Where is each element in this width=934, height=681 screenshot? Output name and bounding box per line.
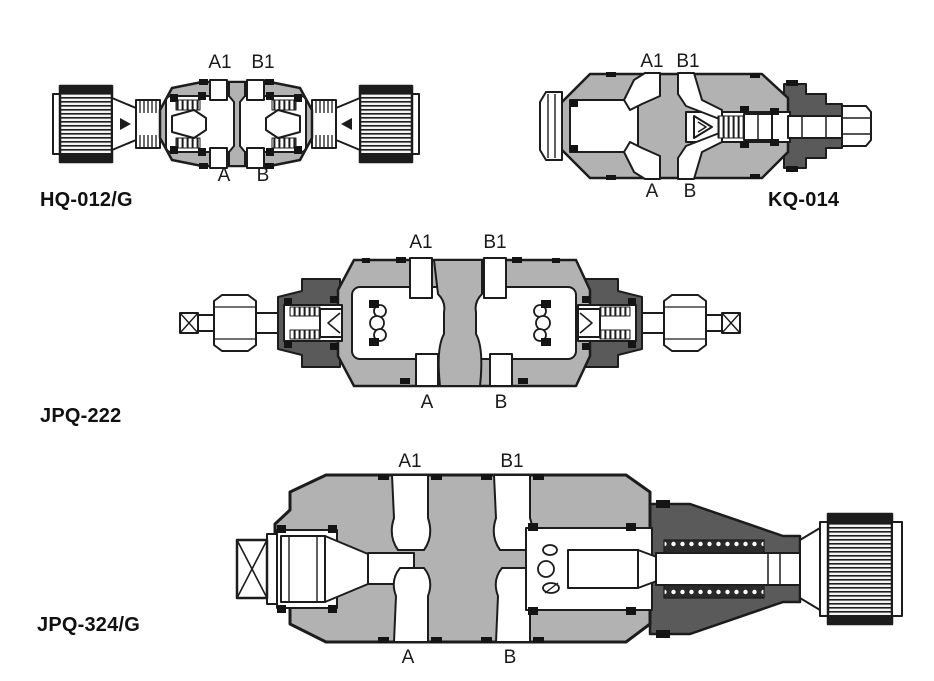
poppet <box>171 109 207 139</box>
flow-direction-arrow-icon <box>120 118 131 130</box>
knurled-adjustment-knob <box>52 84 161 164</box>
port-channel-b <box>246 147 265 169</box>
model-label-kq-014: KQ-014 <box>768 189 840 211</box>
channel-a <box>392 567 432 643</box>
port-channel-a1 <box>409 257 433 299</box>
spring-hatch <box>663 584 765 599</box>
internal-cavity <box>569 99 639 153</box>
model-label-jpq-324g: JPQ-324/G <box>37 614 140 636</box>
port-label-b: B <box>494 392 508 413</box>
sleeve-hole <box>537 560 555 578</box>
edge-seals <box>378 474 670 643</box>
port-label-a: A <box>420 392 434 413</box>
adjuster-stem <box>655 552 801 586</box>
piston <box>280 535 326 603</box>
main-poppet <box>567 549 639 589</box>
port-channel-a <box>209 147 228 169</box>
port-channel-a <box>415 353 439 387</box>
port-label-a: A <box>217 165 231 186</box>
port-label-b1: B1 <box>676 51 700 72</box>
center-spool <box>433 259 483 387</box>
spring-hatch <box>663 539 765 554</box>
center-spool <box>228 81 246 167</box>
model-label-jpq-222: JPQ-222 <box>40 405 122 427</box>
model-label-hq-012g: HQ-012/G <box>40 189 133 211</box>
spring-hatch <box>717 115 745 139</box>
port-label-b1: B1 <box>251 52 275 73</box>
hq-012g-cross-section-drawing <box>52 79 421 169</box>
port-channel-b <box>489 353 513 387</box>
port-channel-b1 <box>483 257 507 299</box>
spring-hatch <box>175 99 201 111</box>
end-cap-flange <box>266 533 278 605</box>
port-label-b1: B1 <box>483 232 507 253</box>
check-valve-cartridge <box>170 92 207 156</box>
port-label-b: B <box>256 165 270 186</box>
channel-b1 <box>677 72 723 121</box>
port-label-b: B <box>683 181 697 202</box>
ball-element <box>369 315 385 331</box>
knob-neck <box>799 527 821 611</box>
port-channel-b1 <box>246 79 265 101</box>
adjustment-screw-assembly <box>179 278 341 368</box>
port-label-b1: B1 <box>500 451 524 472</box>
edge-seals <box>362 257 560 384</box>
port-label-a1: A1 <box>398 451 422 472</box>
channel-a1 <box>623 72 661 111</box>
port-label-b: B <box>503 647 517 668</box>
locknut <box>213 294 257 352</box>
hex-adjuster-end <box>841 105 872 147</box>
channel-a1 <box>390 474 432 551</box>
jpq-222-cross-section-drawing <box>179 257 741 388</box>
kq-014-cross-section-drawing <box>539 72 872 180</box>
pilot-check-cartridge <box>283 296 387 350</box>
jpq-324g-cross-section-drawing <box>235 473 903 644</box>
adjuster-stem <box>787 115 851 139</box>
port-label-a1: A1 <box>208 52 232 73</box>
port-channel-a1 <box>209 79 228 101</box>
spring-hatch <box>289 329 321 340</box>
spring-hatch <box>175 137 201 149</box>
edge-seals <box>199 79 274 169</box>
port-label-a: A <box>645 181 659 202</box>
knurled-adjustment-knob <box>826 512 894 626</box>
hex-end-plug <box>539 91 563 161</box>
port-label-a1: A1 <box>409 232 433 253</box>
edge-seals <box>606 72 798 180</box>
port-label-a: A <box>401 647 415 668</box>
spring-hatch <box>289 306 321 317</box>
port-label-a1: A1 <box>640 51 664 72</box>
sleeve-hole <box>542 544 558 556</box>
channel-a <box>623 141 661 180</box>
